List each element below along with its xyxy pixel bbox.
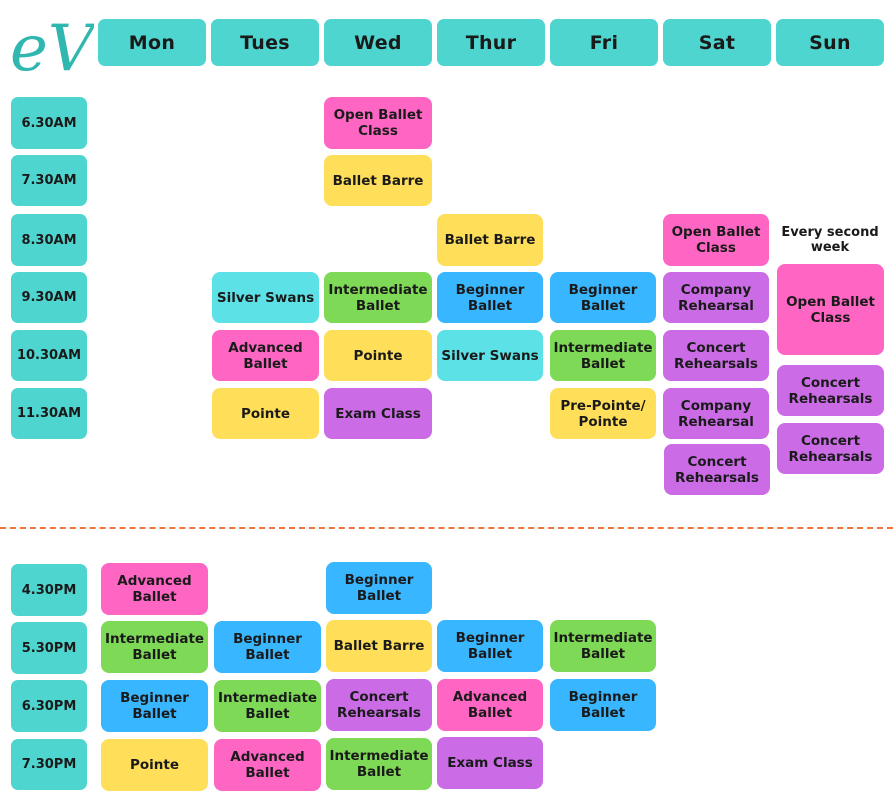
class-block[interactable]: Pointe (101, 739, 208, 791)
day-header-mon: Mon (98, 19, 206, 66)
class-block[interactable]: Beginner Ballet (437, 272, 543, 323)
time-label-8-30am: 8.30AM (11, 214, 87, 266)
time-label-10-30am: 10.30AM (11, 330, 87, 381)
class-block[interactable]: Concert Rehearsals (663, 330, 769, 381)
class-block[interactable]: Advanced Ballet (212, 330, 319, 381)
time-label-11-30am: 11.30AM (11, 388, 87, 439)
class-block[interactable]: Beginner Ballet (326, 562, 432, 614)
class-block[interactable]: Concert Rehearsals (777, 423, 884, 474)
day-header-thur: Thur (437, 19, 545, 66)
logo-text: eV (10, 12, 94, 80)
class-block[interactable]: Beginner Ballet (101, 680, 208, 732)
time-label-9-30am: 9.30AM (11, 272, 87, 323)
class-block[interactable]: Open Ballet Class (324, 97, 432, 149)
class-block[interactable]: Ballet Barre (326, 620, 432, 672)
time-label-5-30pm: 5.30PM (11, 622, 87, 674)
class-block[interactable]: Open Ballet Class (663, 214, 769, 266)
class-block[interactable]: Beginner Ballet (437, 620, 543, 672)
class-block[interactable]: Pointe (324, 330, 432, 381)
class-block[interactable]: Concert Rehearsals (326, 679, 432, 731)
class-block[interactable]: Intermediate Ballet (101, 621, 208, 673)
time-label-7-30am: 7.30AM (11, 155, 87, 206)
class-block[interactable]: Advanced Ballet (437, 679, 543, 731)
day-header-sun: Sun (776, 19, 884, 66)
day-header-wed: Wed (324, 19, 432, 66)
class-block[interactable]: Pre-Pointe/ Pointe (550, 388, 656, 439)
class-block[interactable]: Advanced Ballet (214, 739, 321, 791)
class-block[interactable]: Intermediate Ballet (326, 738, 432, 790)
class-block[interactable]: Beginner Ballet (550, 272, 656, 323)
class-block[interactable]: Exam Class (324, 388, 432, 439)
time-label-6-30am: 6.30AM (11, 97, 87, 149)
class-block[interactable]: Intermediate Ballet (214, 680, 321, 732)
day-header-tues: Tues (211, 19, 319, 66)
class-block[interactable]: Concert Rehearsals (777, 365, 884, 416)
class-block[interactable]: Intermediate Ballet (550, 620, 656, 672)
class-block[interactable]: Ballet Barre (324, 155, 432, 206)
class-block[interactable]: Ballet Barre (437, 214, 543, 266)
day-header-sat: Sat (663, 19, 771, 66)
class-block[interactable]: Advanced Ballet (101, 563, 208, 615)
class-block[interactable]: Exam Class (437, 737, 543, 789)
time-label-7-30pm: 7.30PM (11, 739, 87, 790)
am-pm-divider (0, 527, 893, 529)
class-block[interactable]: Beginner Ballet (550, 679, 656, 731)
class-block[interactable]: Silver Swans (212, 272, 319, 323)
time-label-4-30pm: 4.30PM (11, 564, 87, 616)
class-block[interactable]: Open Ballet Class (777, 264, 884, 355)
class-block[interactable]: Beginner Ballet (214, 621, 321, 673)
class-block[interactable]: Concert Rehearsals (664, 444, 770, 495)
every-second-week-note: Every second week (781, 225, 879, 255)
time-label-6-30pm: 6.30PM (11, 680, 87, 732)
class-block[interactable]: Company Rehearsal (663, 388, 769, 439)
class-block[interactable]: Intermediate Ballet (550, 330, 656, 381)
day-header-fri: Fri (550, 19, 658, 66)
class-block[interactable]: Intermediate Ballet (324, 272, 432, 323)
class-block[interactable]: Silver Swans (437, 330, 543, 381)
ev-logo: eV (10, 12, 94, 80)
class-block[interactable]: Company Rehearsal (663, 272, 769, 323)
class-block[interactable]: Pointe (212, 388, 319, 439)
